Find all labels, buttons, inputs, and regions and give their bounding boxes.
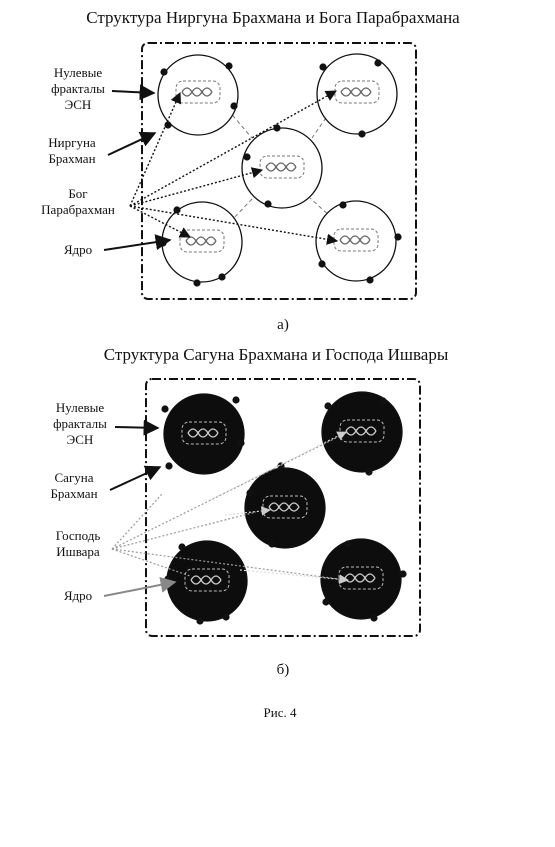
panel-a-frame: [141, 42, 417, 300]
svg-text:Сагуна: Сагуна: [55, 470, 94, 485]
panel-a-arrows: [103, 84, 339, 251]
panel-a: Структура Ниргуна Брахмана и Бога Парабр…: [41, 8, 460, 333]
panel-a-node-bl: [159, 201, 243, 287]
dna-icon: [345, 426, 377, 436]
svg-text:Ишвара: Ишвара: [56, 544, 100, 559]
panel-a-label-god: Бог Парабрахман: [41, 186, 115, 217]
panel-b-label-zero-fractals: Нулевые фракталы ЭСН: [53, 400, 107, 447]
panel-b-node-tr: [321, 391, 403, 476]
panel-a-label-core: Ядро: [64, 242, 92, 257]
dna-icon: [268, 502, 300, 512]
dna-icon: [187, 428, 219, 438]
panel-a-node-center: [241, 124, 323, 209]
svg-text:Брахман: Брахман: [50, 486, 97, 501]
svg-text:Господь: Господь: [56, 528, 101, 543]
svg-text:Ниргуна: Ниргуна: [48, 135, 96, 150]
nucleus-box-icon: [259, 155, 305, 179]
nucleus-box-icon: [333, 228, 379, 252]
panel-b-arrows: [103, 419, 349, 597]
nucleus-box-icon: [175, 80, 221, 104]
panel-b-label-brahman: Сагуна Брахман: [50, 470, 97, 501]
svg-text:Нулевые: Нулевые: [56, 400, 104, 415]
dna-icon: [185, 236, 217, 246]
figure-caption: Рис. 4: [264, 705, 297, 720]
svg-text:ЭСН: ЭСН: [65, 97, 92, 112]
svg-text:Парабрахман: Парабрахман: [41, 202, 115, 217]
panel-b-frame: [145, 378, 421, 637]
panel-b-node-br: [320, 538, 407, 622]
panel-b-node-bl: [164, 540, 248, 625]
nucleus-box-icon: [339, 419, 385, 443]
dna-icon: [340, 87, 372, 97]
panel-a-links: [227, 109, 333, 223]
dna-icon: [190, 575, 222, 585]
panel-b-title: Структура Сагуна Брахмана и Господа Ишва…: [104, 345, 449, 364]
panel-a-caption: а): [277, 317, 289, 333]
svg-text:фракталы: фракталы: [51, 81, 105, 96]
dna-icon: [344, 573, 376, 583]
panel-b-node-tl: [161, 393, 245, 475]
panel-b-label-god: Господь Ишвара: [56, 528, 101, 559]
svg-text:Нулевые: Нулевые: [54, 65, 102, 80]
panel-b-caption: б): [277, 662, 290, 678]
panel-a-node-tl: [157, 54, 239, 136]
panel-b: Структура Сагуна Брахмана и Господа Ишва…: [50, 345, 448, 678]
nucleus-box-icon: [334, 80, 380, 104]
panel-a-label-zero-fractals: Нулевые фракталы ЭСН: [51, 65, 105, 112]
dna-icon: [265, 162, 297, 172]
panel-b-label-core: Ядро: [64, 588, 92, 603]
panel-a-node-tr: [316, 53, 398, 138]
panel-a-node-br: [315, 200, 402, 284]
nucleus-box-icon: [181, 421, 227, 445]
nucleus-box-icon: [184, 568, 230, 592]
svg-text:фракталы: фракталы: [53, 416, 107, 431]
svg-text:ЭСН: ЭСН: [67, 432, 94, 447]
nucleus-box-icon: [179, 229, 225, 253]
nucleus-box-icon: [338, 566, 384, 590]
dna-icon: [181, 87, 213, 97]
panel-b-node-center: [244, 462, 326, 549]
dna-icon: [339, 235, 371, 245]
panel-a-title: Структура Ниргуна Брахмана и Бога Парабр…: [86, 8, 460, 27]
panel-a-label-brahman: Ниргуна Брахман: [48, 135, 96, 166]
nucleus-box-icon: [262, 495, 308, 519]
svg-text:Бог: Бог: [68, 186, 87, 201]
svg-text:Брахман: Брахман: [48, 151, 95, 166]
